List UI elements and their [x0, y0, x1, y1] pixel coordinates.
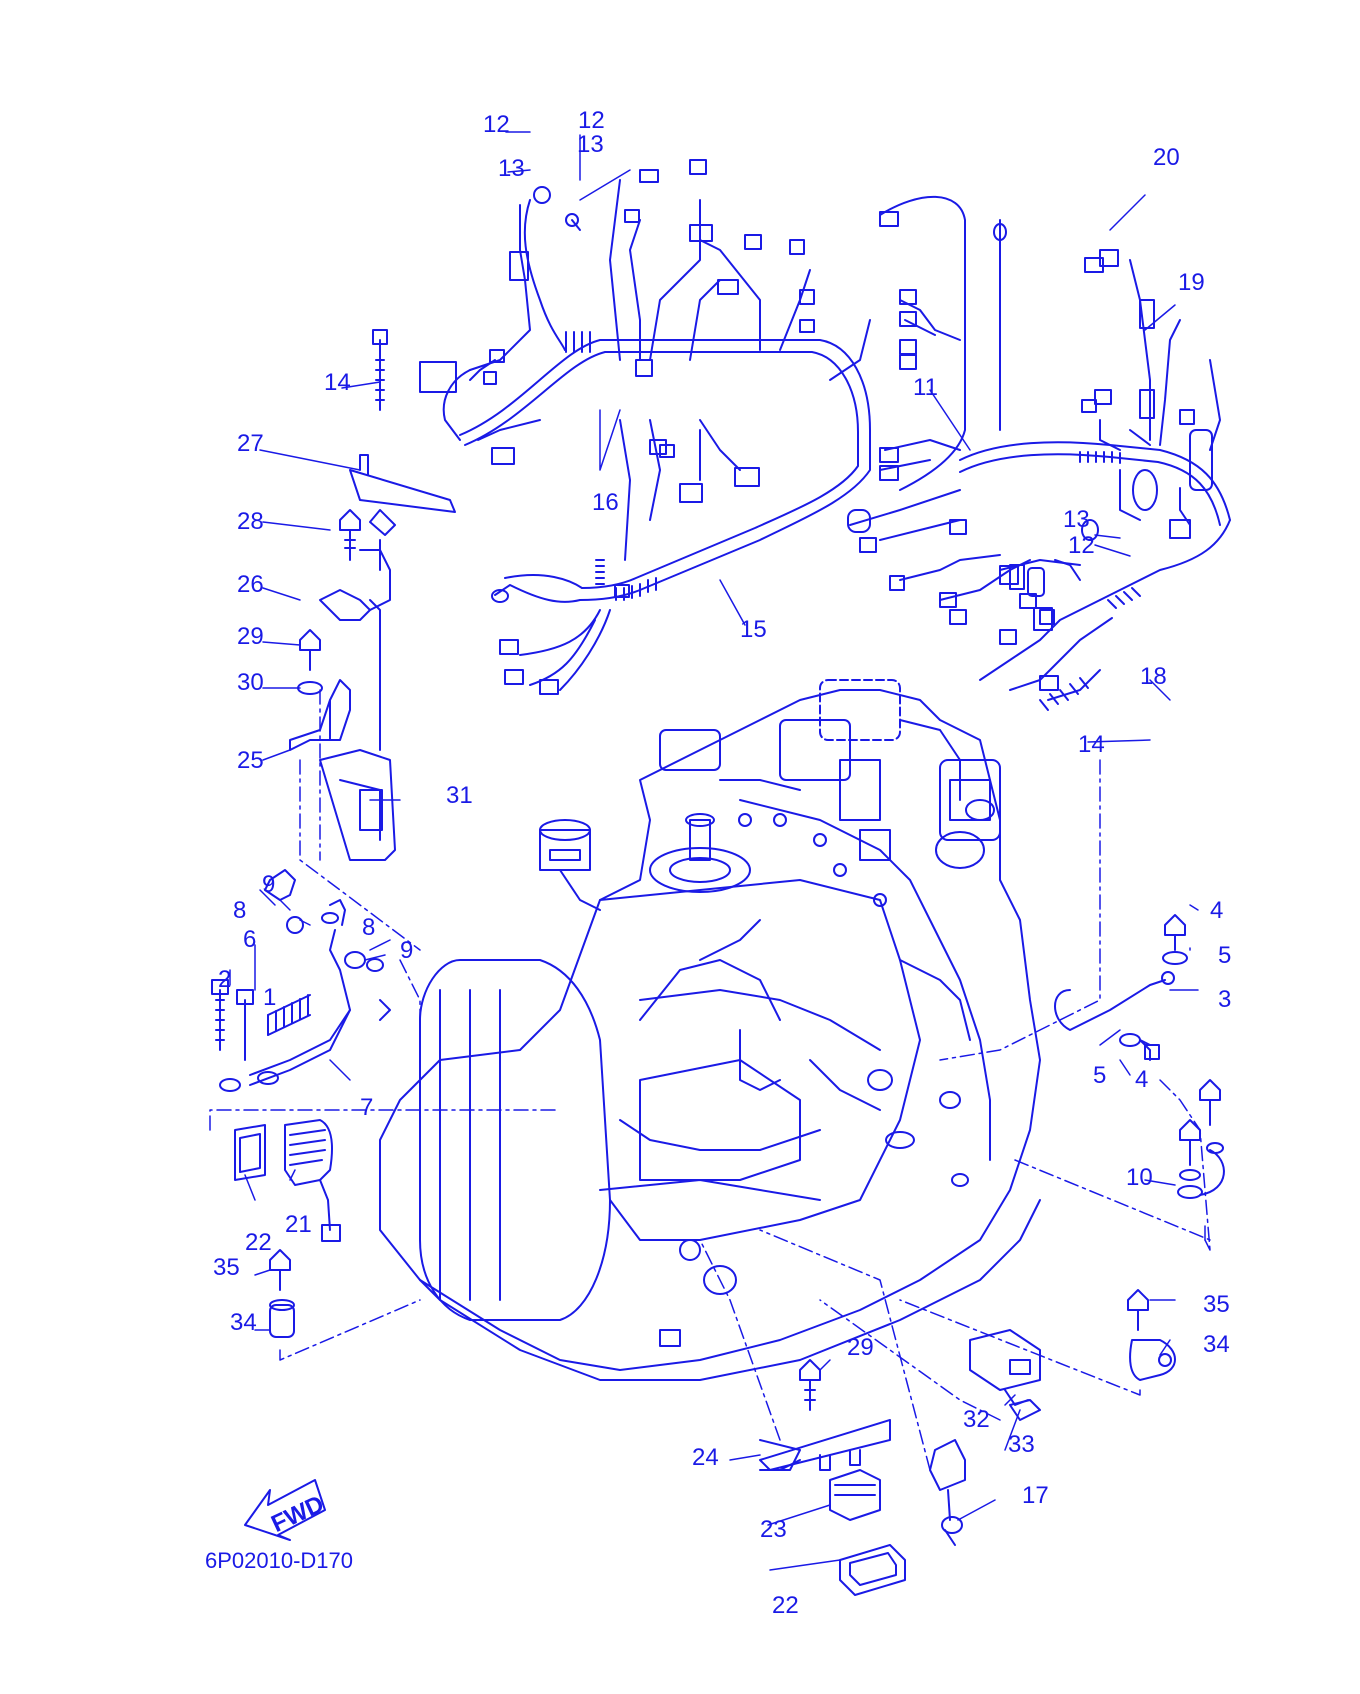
callout-13: 13	[1063, 506, 1090, 533]
callout-22: 22	[772, 1592, 799, 1619]
callout-35: 35	[213, 1254, 240, 1281]
callout-24: 24	[692, 1444, 719, 1471]
fwd-arrow-icon	[244, 1479, 326, 1541]
callout-14: 14	[324, 369, 351, 396]
callout-21: 21	[285, 1211, 312, 1238]
callout-7: 7	[360, 1094, 373, 1121]
callout-12: 12	[483, 111, 510, 138]
wire-harness-left	[419, 186, 581, 465]
callout-19: 19	[1178, 269, 1205, 296]
engine-body	[379, 679, 1041, 1381]
callout-28: 28	[237, 508, 264, 535]
callout-30: 30	[237, 669, 264, 696]
callout-5: 5	[1218, 942, 1231, 969]
parts-right	[929, 914, 1225, 1546]
callout-2: 2	[218, 966, 231, 993]
fwd-label: FWD	[267, 1490, 328, 1538]
leader-lines	[229, 131, 1199, 1571]
callout-17: 17	[1022, 1482, 1049, 1509]
callout-27: 27	[237, 430, 264, 457]
callout-11: 11	[913, 374, 938, 401]
parts-left	[211, 329, 456, 1338]
callout-18: 18	[1140, 663, 1167, 690]
callout-6: 6	[243, 926, 256, 953]
callout-12: 12	[578, 107, 605, 134]
callout-32: 32	[963, 1406, 990, 1433]
callout-4: 4	[1210, 897, 1223, 924]
engine-drawing	[209, 131, 1231, 1596]
callout-8: 8	[362, 914, 375, 941]
callout-33: 33	[1008, 1431, 1035, 1458]
callout-34: 34	[230, 1309, 257, 1336]
callout-1: 1	[263, 984, 276, 1011]
callout-15: 15	[740, 616, 767, 643]
callout-5: 5	[1093, 1062, 1106, 1089]
callout-4: 4	[1135, 1066, 1148, 1093]
callout-8: 8	[233, 897, 246, 924]
callout-34: 34	[1203, 1331, 1230, 1358]
callout-29: 29	[237, 623, 264, 650]
callout-23: 23	[760, 1516, 787, 1543]
callout-31: 31	[446, 782, 473, 809]
callout-25: 25	[237, 747, 264, 774]
wire-harness-right	[847, 195, 1231, 711]
reference-lines	[209, 689, 1211, 1471]
callout-14: 14	[1078, 731, 1105, 758]
callout-3: 3	[1218, 986, 1231, 1013]
callout-9: 9	[400, 937, 413, 964]
callout-13: 13	[577, 131, 604, 158]
callout-22: 22	[245, 1229, 272, 1256]
drawing-code: 6P02010-D170	[205, 1548, 353, 1573]
callout-13: 13	[498, 155, 525, 182]
callout-12: 12	[1068, 532, 1095, 559]
callout-26: 26	[237, 571, 264, 598]
callout-20: 20	[1153, 144, 1180, 171]
callout-10: 10	[1126, 1164, 1153, 1191]
parts-bottom	[759, 1359, 906, 1596]
callout-16: 16	[592, 489, 619, 516]
callout-29: 29	[847, 1334, 874, 1361]
callout-9: 9	[262, 871, 275, 898]
callout-35: 35	[1203, 1291, 1230, 1318]
wire-harness-main	[459, 159, 871, 695]
